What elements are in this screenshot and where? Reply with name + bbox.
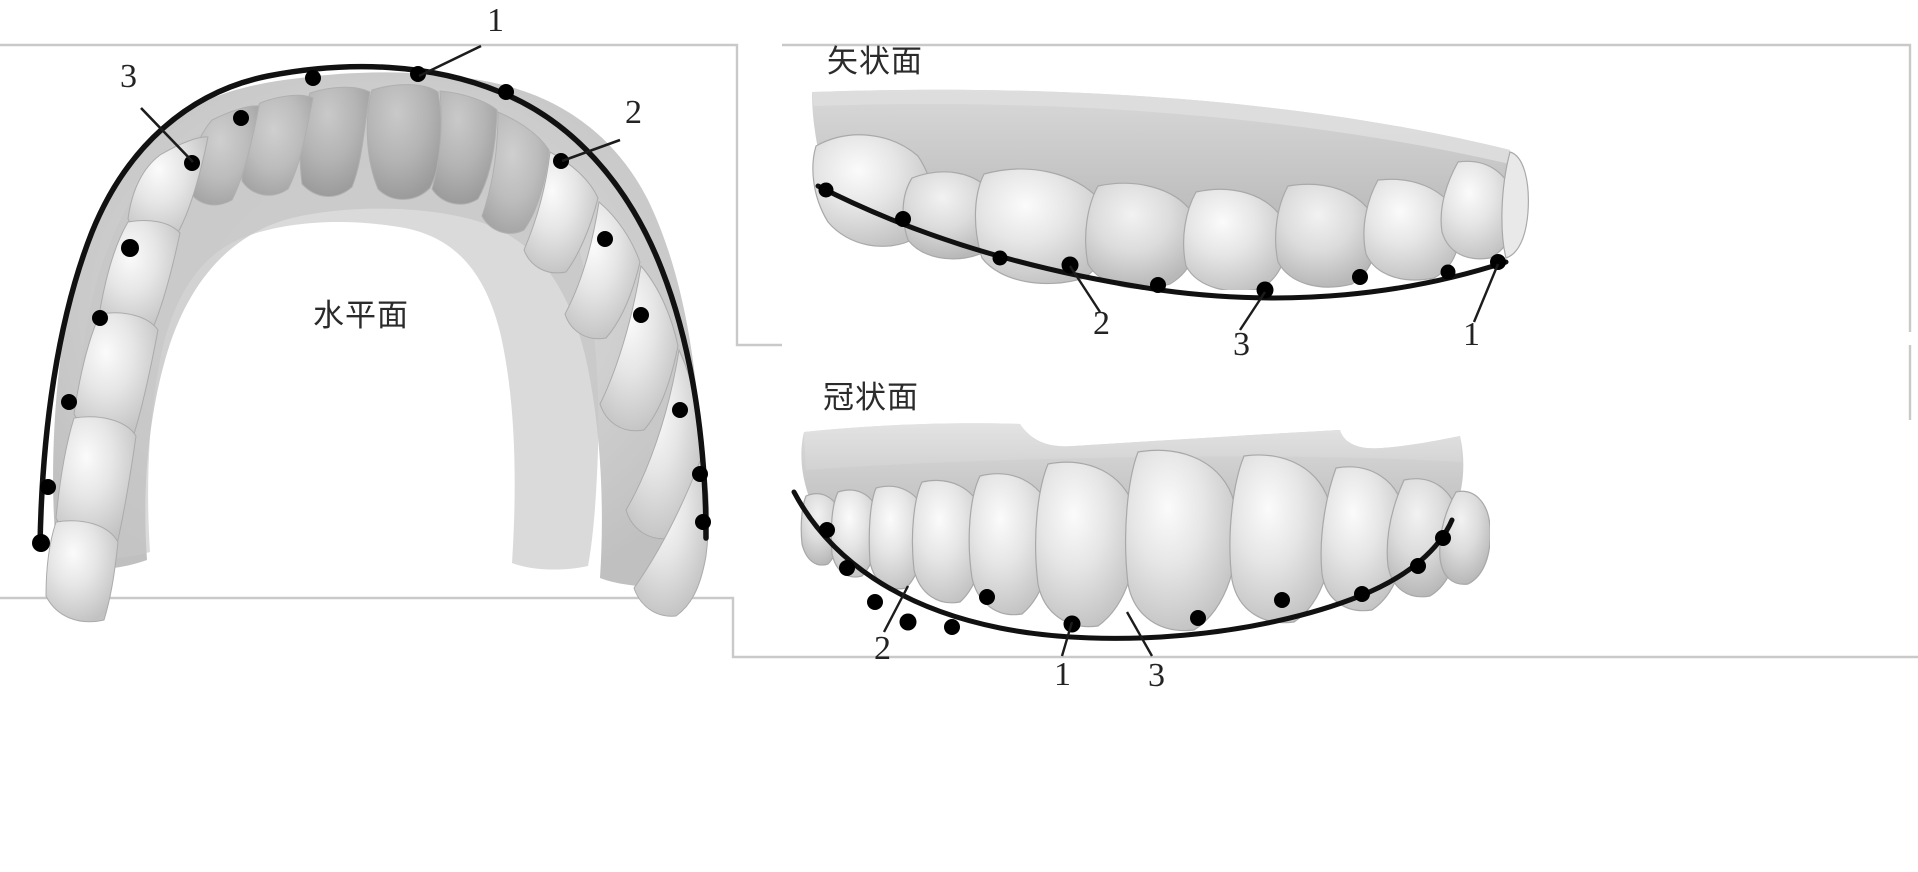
landmark-point bbox=[553, 153, 569, 169]
landmark-point bbox=[1354, 586, 1370, 602]
landmark-point bbox=[32, 534, 50, 552]
frame-horizontal bbox=[0, 43, 782, 347]
gum-highlight-sagittal bbox=[812, 89, 1510, 164]
landmark-point bbox=[233, 110, 249, 126]
tooth bbox=[1440, 160, 1516, 260]
gum-highlight-coronal bbox=[804, 423, 1462, 470]
landmark-point bbox=[597, 231, 613, 247]
landmark-point bbox=[979, 589, 995, 605]
tooth bbox=[911, 480, 985, 604]
leader-2 bbox=[1068, 265, 1102, 313]
callout-number-horizontal-1: 1 bbox=[487, 2, 504, 39]
tooth-group-right-posterior bbox=[523, 151, 710, 617]
landmark-point bbox=[867, 594, 883, 610]
landmark-point bbox=[92, 310, 108, 326]
landmark-point bbox=[1190, 610, 1206, 626]
leader-2 bbox=[882, 585, 910, 633]
landmark-point bbox=[498, 84, 514, 100]
tooth bbox=[599, 264, 679, 432]
tooth bbox=[366, 84, 442, 200]
landmark-point bbox=[1256, 281, 1274, 299]
tooth bbox=[1125, 449, 1238, 632]
landmark-point bbox=[1061, 256, 1079, 274]
leader-3 bbox=[140, 107, 194, 163]
landmark-points-sagittal bbox=[818, 182, 1506, 299]
landmark-point bbox=[1410, 558, 1426, 574]
landmark-point bbox=[1150, 277, 1166, 293]
callout-number-horizontal-2: 2 bbox=[625, 94, 642, 131]
leader-1 bbox=[418, 44, 482, 78]
tooth bbox=[564, 201, 641, 340]
tooth bbox=[968, 473, 1053, 616]
panel-horizontal-drawing bbox=[32, 44, 711, 623]
leader-1 bbox=[1472, 263, 1500, 323]
tooth bbox=[1386, 478, 1460, 598]
tooth bbox=[523, 151, 599, 274]
callout-leaders-horizontal bbox=[140, 44, 621, 163]
landmark-point bbox=[895, 211, 911, 227]
palate-inner-shade bbox=[73, 111, 599, 570]
plane-label-horizontal: 水平面 bbox=[313, 298, 409, 334]
landmark-point bbox=[1440, 264, 1456, 280]
tooth-group-anterior bbox=[187, 84, 550, 234]
callout-leaders-coronal bbox=[882, 585, 1154, 657]
landmark-point bbox=[899, 613, 917, 631]
plane-label-sagittal: 矢状面 bbox=[827, 44, 923, 80]
landmark-points-horizontal bbox=[32, 66, 711, 552]
tooth bbox=[1501, 151, 1529, 259]
leader-2 bbox=[561, 138, 621, 163]
tooth bbox=[431, 90, 498, 205]
tooth bbox=[1035, 461, 1137, 628]
tooth bbox=[481, 111, 550, 234]
landmark-point bbox=[692, 466, 708, 482]
callout-number-coronal-2: 2 bbox=[874, 630, 891, 667]
landmark-point bbox=[1435, 530, 1451, 546]
landmark-point bbox=[121, 239, 139, 257]
landmark-point bbox=[410, 66, 426, 82]
callout-number-horizontal-3: 3 bbox=[120, 58, 137, 95]
landmark-points-coronal bbox=[819, 522, 1451, 635]
landmark-point bbox=[633, 307, 649, 323]
frame-horizontal-bottom bbox=[0, 596, 1918, 659]
landmark-point bbox=[839, 560, 855, 576]
tooth bbox=[1363, 178, 1460, 281]
landmark-point bbox=[818, 182, 834, 198]
landmark-point bbox=[944, 619, 960, 635]
leader-3 bbox=[1238, 291, 1267, 331]
callout-number-sagittal-1: 1 bbox=[1463, 316, 1480, 353]
tooth bbox=[1085, 182, 1197, 289]
tooth bbox=[1275, 183, 1377, 288]
landmark-point bbox=[61, 394, 77, 410]
landmark-point bbox=[819, 522, 835, 538]
landmark-point bbox=[40, 479, 56, 495]
landmark-point bbox=[1490, 254, 1506, 270]
callout-number-sagittal-3: 3 bbox=[1233, 326, 1250, 363]
tooth bbox=[45, 520, 119, 623]
callout-leaders-sagittal bbox=[1068, 263, 1500, 331]
landmark-point bbox=[672, 402, 688, 418]
arch-curve-coronal bbox=[791, 489, 1455, 641]
plane-label-coronal: 冠状面 bbox=[823, 380, 919, 416]
frame-sagittal bbox=[782, 43, 1912, 332]
landmark-point bbox=[992, 250, 1008, 266]
leader-1 bbox=[1060, 621, 1074, 657]
tooth bbox=[1320, 466, 1406, 612]
landmark-point bbox=[1352, 269, 1368, 285]
arch-curve-horizontal bbox=[37, 63, 709, 549]
panel-frames bbox=[0, 43, 1918, 659]
panel-sagittal-drawing bbox=[812, 89, 1529, 331]
landmark-point bbox=[305, 70, 321, 86]
tooth bbox=[1229, 454, 1333, 624]
landmark-point bbox=[184, 155, 200, 171]
tooth bbox=[55, 416, 137, 544]
panel-coronal-drawing bbox=[791, 423, 1490, 657]
leader-3 bbox=[1125, 611, 1154, 657]
callout-number-coronal-1: 1 bbox=[1054, 656, 1071, 693]
callout-number-coronal-3: 3 bbox=[1148, 657, 1165, 694]
callout-number-sagittal-2: 2 bbox=[1093, 305, 1110, 342]
landmark-point bbox=[695, 514, 711, 530]
landmark-point bbox=[1274, 592, 1290, 608]
